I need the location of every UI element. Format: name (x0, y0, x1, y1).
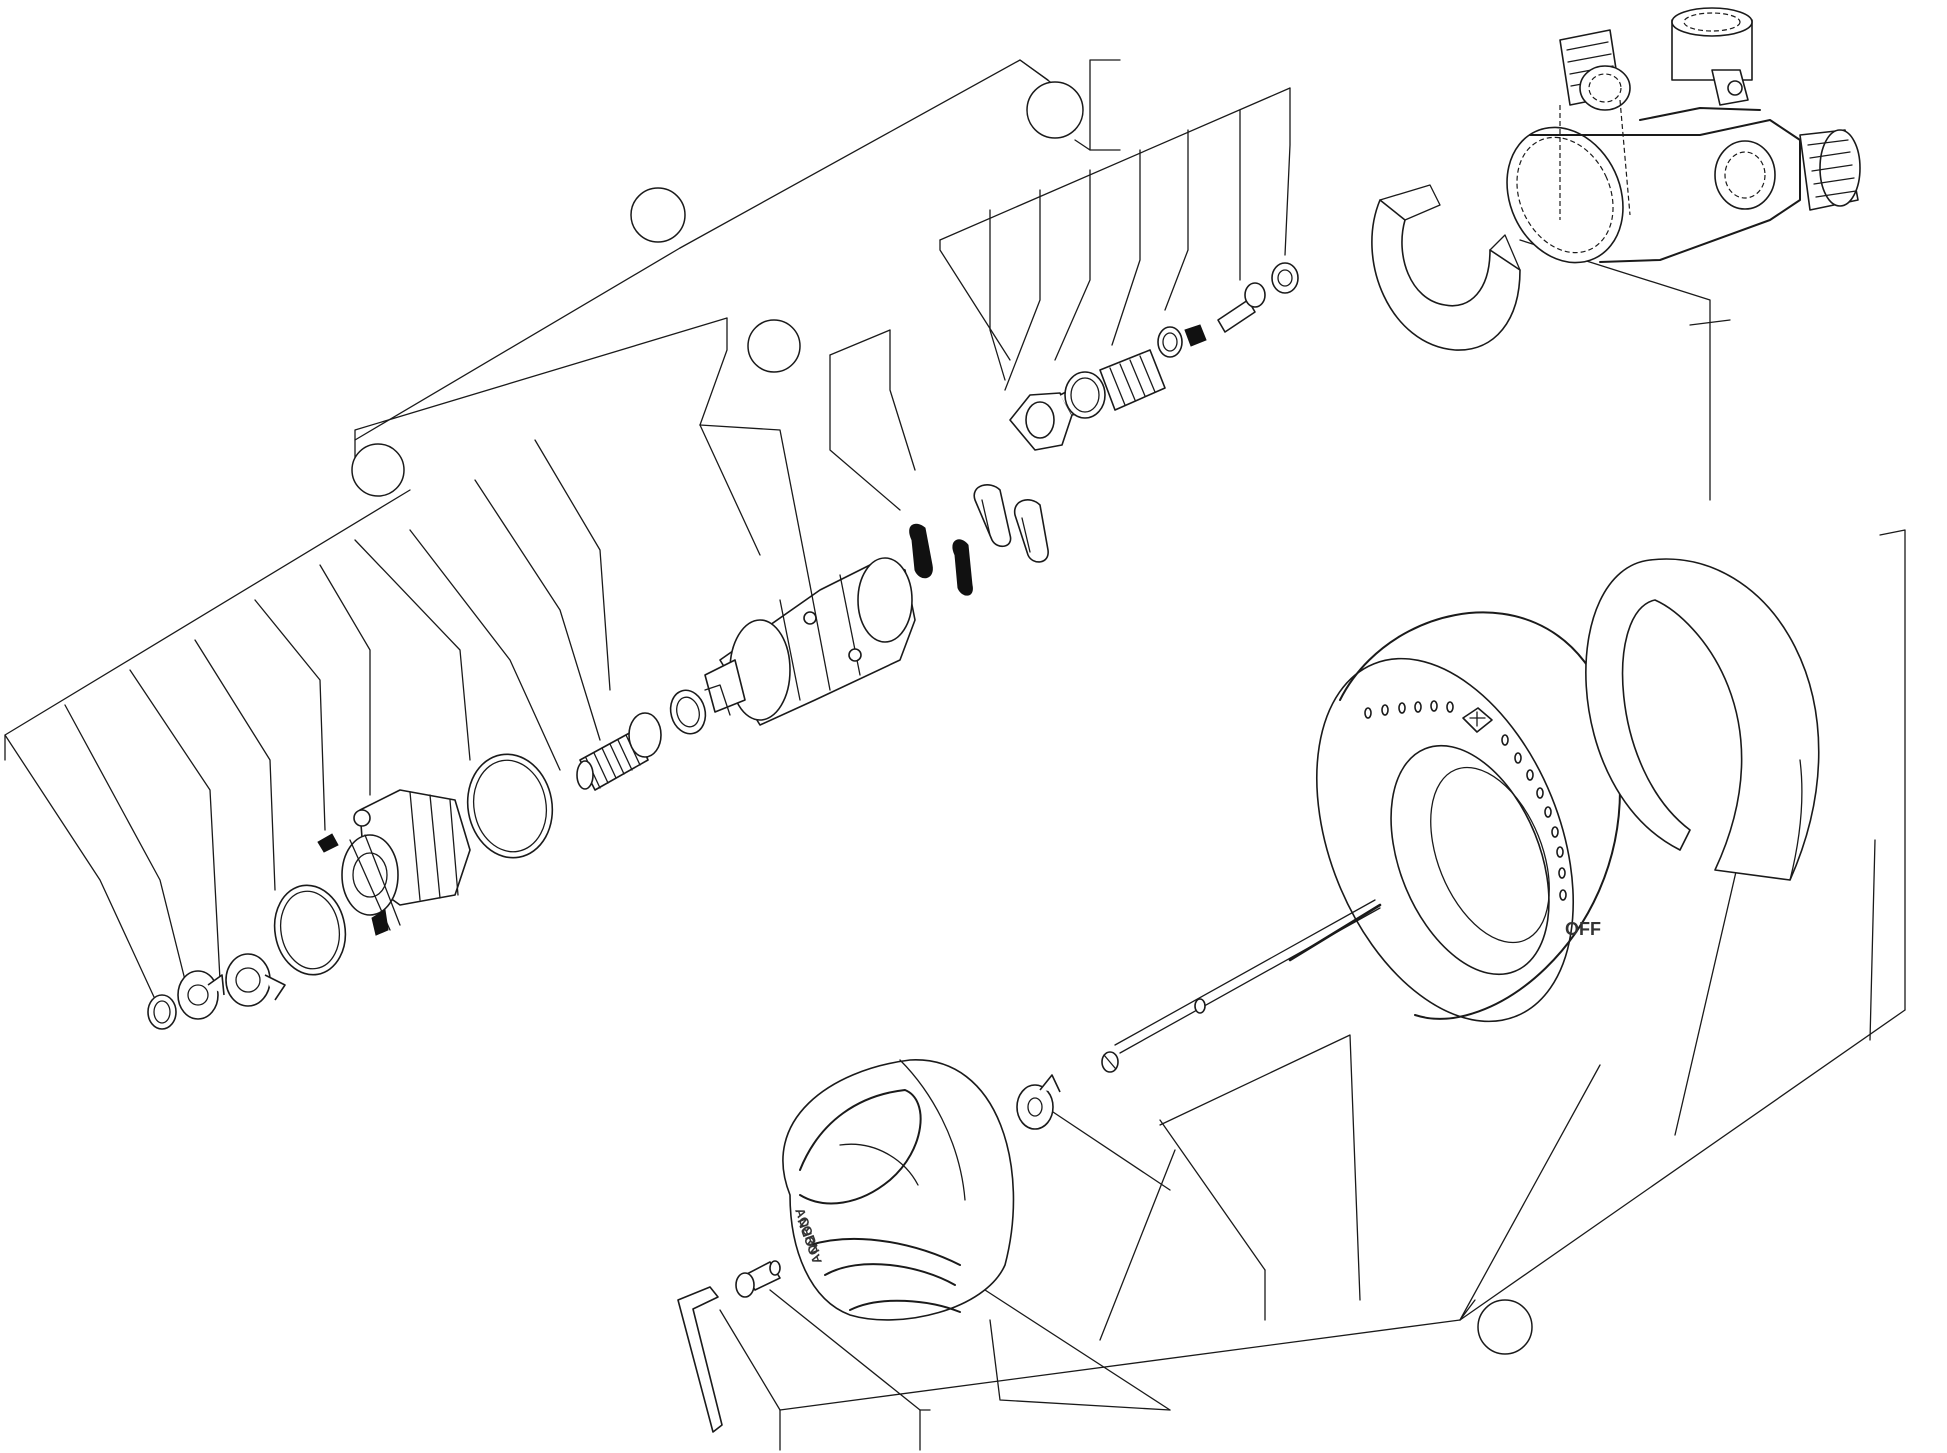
temperature-dots (1364, 700, 1567, 901)
callout-circle-cartridge-parts (351, 443, 405, 497)
long-screw-icon (1101, 899, 1382, 1073)
split-ring-icon (1585, 558, 1820, 881)
handle-screw-icon (735, 1260, 781, 1298)
black-pad-icon (909, 523, 933, 579)
split-sleeve-icon (1371, 184, 1521, 351)
bonnet-icon (341, 789, 471, 936)
splined-stem-icon (576, 712, 662, 791)
cartridge-icon (704, 557, 916, 726)
callout-circles (351, 81, 1533, 1355)
stop-washer-icon (177, 953, 286, 1020)
logo-mark-icon (1462, 707, 1493, 733)
valve-body-icon (1506, 7, 1861, 264)
callout-circle-check-stop-kit (1026, 81, 1084, 139)
allen-wrench-icon (677, 1286, 723, 1433)
retaining-clip-icon (147, 994, 177, 1030)
adapter-icon (1016, 1074, 1061, 1130)
stem-parts (909, 484, 1049, 596)
set-screw-icon (317, 833, 339, 853)
trim-off-label: OFF (1565, 919, 1601, 939)
callout-circle-stem-kit (747, 319, 801, 373)
callout-circle-cartridge-kit (630, 187, 686, 243)
callout-circle-trim-kit (1477, 1299, 1533, 1355)
leader-lines (4, 59, 1906, 1451)
handle-icon: ACORN ACORN (782, 1059, 1015, 1321)
escutcheon-icon: OFF (1316, 611, 1621, 1023)
spring-icon (1099, 349, 1166, 411)
check-stop-parts (1009, 262, 1299, 451)
